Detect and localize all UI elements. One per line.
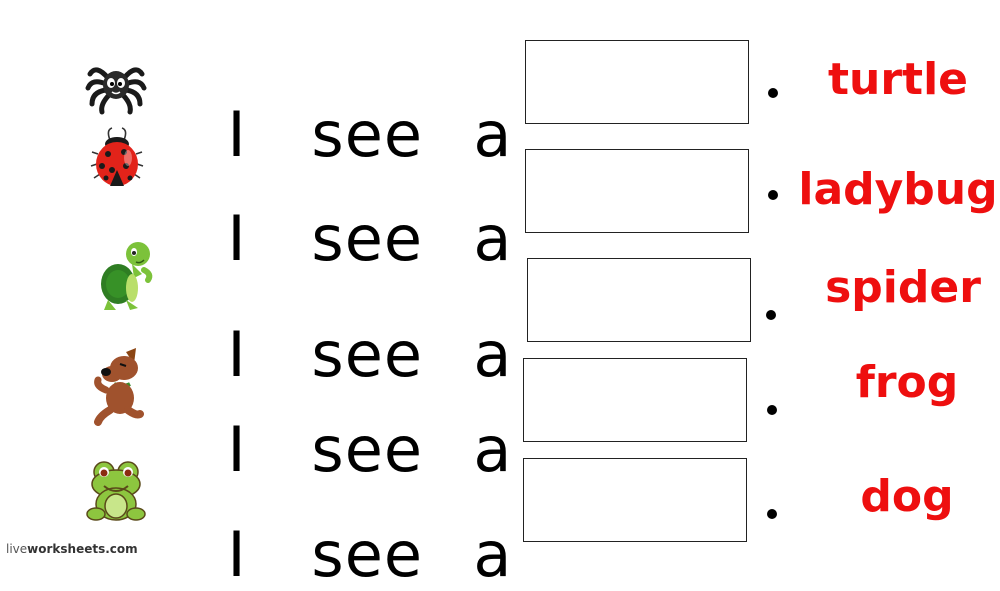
brand-light: live bbox=[6, 542, 28, 556]
dog-icon bbox=[94, 348, 144, 426]
sentence-word-i: I bbox=[227, 413, 247, 486]
ladybug-icon bbox=[90, 127, 144, 186]
sentence-word-a: a bbox=[473, 413, 513, 486]
turtle-icon bbox=[101, 242, 153, 310]
sentence-word-a: a bbox=[473, 202, 513, 275]
sentence-word-see: see bbox=[311, 98, 424, 171]
period-dot-4 bbox=[767, 405, 777, 415]
word-bank-frog[interactable]: frog bbox=[855, 357, 959, 408]
sentence-word-see: see bbox=[311, 413, 424, 486]
sentence-word-i: I bbox=[227, 98, 247, 171]
sentence-word-a: a bbox=[473, 318, 513, 391]
sentence-word-a: a bbox=[473, 518, 513, 591]
liveworksheets-logo: liveworksheets.com bbox=[6, 542, 138, 556]
sentence-word-i: I bbox=[227, 518, 247, 591]
period-dot-5 bbox=[767, 509, 777, 519]
word-bank-dog[interactable]: dog bbox=[860, 471, 954, 522]
period-dot-3 bbox=[766, 310, 776, 320]
sentence-word-see: see bbox=[311, 202, 424, 275]
sentence-word-i: I bbox=[227, 318, 247, 391]
answer-input-2[interactable] bbox=[525, 149, 749, 233]
word-bank-turtle[interactable]: turtle bbox=[827, 54, 969, 105]
sentence-word-i: I bbox=[227, 202, 247, 275]
word-bank-ladybug[interactable]: ladybug bbox=[798, 164, 998, 215]
sentence-word-see: see bbox=[311, 518, 424, 591]
sentence-word-a: a bbox=[473, 98, 513, 171]
word-bank-spider[interactable]: spider bbox=[825, 262, 981, 313]
period-dot-2 bbox=[768, 190, 778, 200]
sentence-word-see: see bbox=[311, 318, 424, 391]
spider-icon bbox=[85, 67, 147, 115]
brand-bold: worksheets.com bbox=[27, 542, 138, 556]
answer-input-4[interactable] bbox=[523, 358, 747, 442]
answer-input-3[interactable] bbox=[527, 258, 751, 342]
frog-icon bbox=[86, 461, 146, 521]
period-dot-1 bbox=[768, 88, 778, 98]
answer-input-5[interactable] bbox=[523, 458, 747, 542]
answer-input-1[interactable] bbox=[525, 40, 749, 124]
